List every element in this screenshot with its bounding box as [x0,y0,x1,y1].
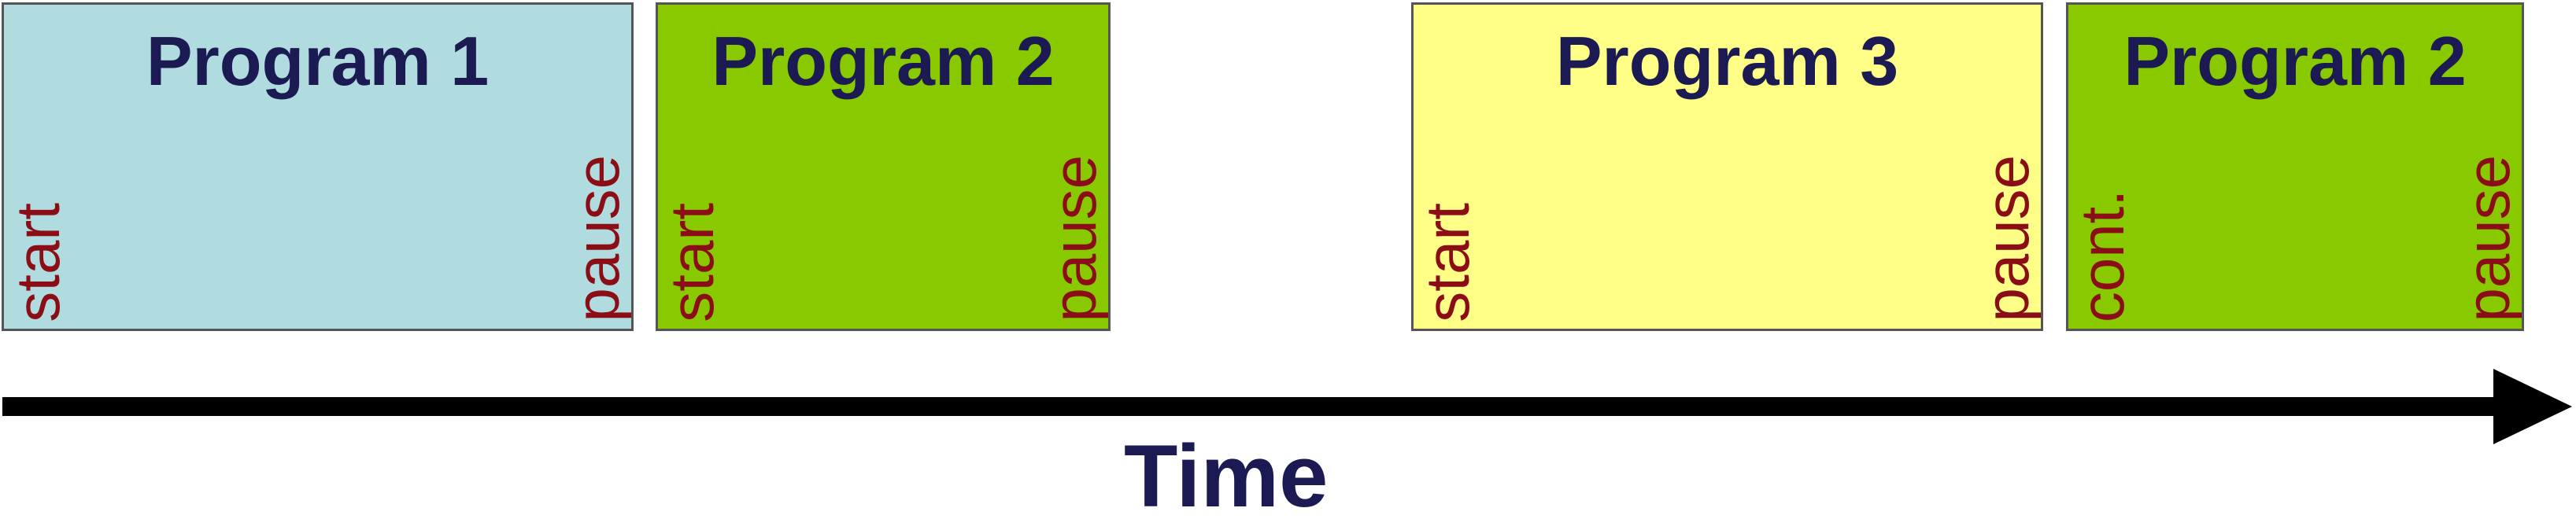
pause-label: pause [1972,155,2042,322]
start-label: start [1413,203,1482,322]
program-block-3: Program 3 start pause [1411,2,2043,331]
start-label: start [3,203,72,322]
time-axis-label: Time [1124,427,1329,525]
pause-label: pause [1040,155,1109,322]
start-label: start [657,203,726,322]
pause-label: pause [2453,155,2522,322]
program-block-4: Program 2 cont. pause [2066,2,2524,331]
program-block-1: Program 1 start pause [2,2,634,331]
time-axis-line [2,397,2497,416]
program-block-2: Program 2 start pause [656,2,1111,331]
program-title: Program 2 [2123,22,2467,100]
time-axis-arrowhead-icon [2493,369,2572,444]
program-title: Program 3 [1555,22,1899,100]
continue-label: cont. [2068,189,2137,322]
program-title: Program 2 [711,22,1055,100]
program-title: Program 1 [146,22,490,100]
pause-label: pause [563,155,632,322]
